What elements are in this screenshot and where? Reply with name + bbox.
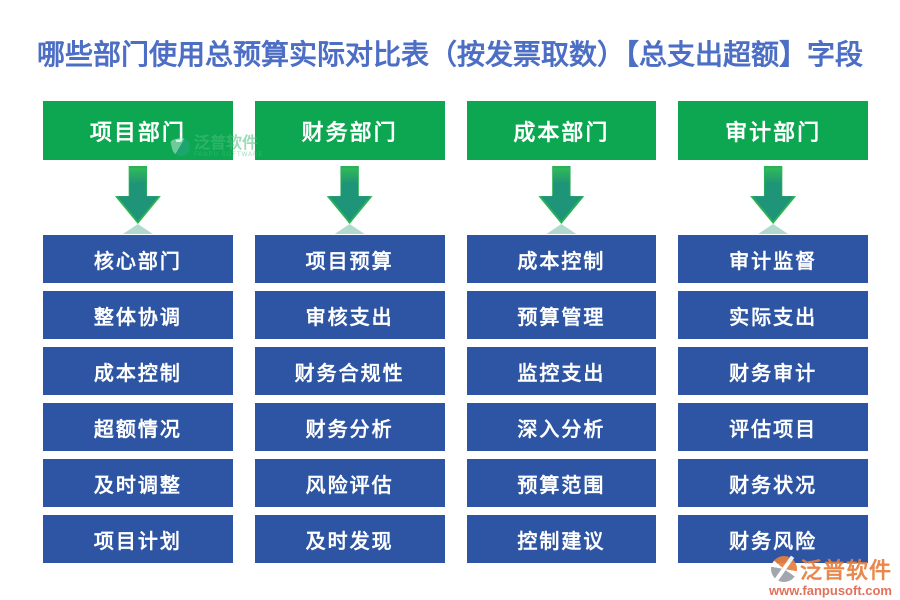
item-box: 深入分析	[466, 403, 657, 451]
column-cost-dept: 成本部门 成本控制 预算管理 监控支出 深入分析 预算范围 控制建议	[466, 101, 657, 563]
item-list: 核心部门 整体协调 成本控制 超额情况 及时调整 项目计划	[43, 235, 233, 563]
column-project-dept: 项目部门 核心部门 整体协调 成本控制 超额情况 及时调整 项目计划	[43, 101, 233, 563]
down-arrow-icon	[114, 166, 161, 224]
arrow-zone	[43, 160, 233, 235]
item-box: 项目预算	[254, 235, 445, 283]
arrow-zone	[678, 160, 868, 235]
dept-header-cost: 成本部门	[466, 101, 657, 160]
item-box: 及时发现	[254, 515, 445, 563]
arrow-zone	[467, 160, 657, 235]
arrow-zone	[255, 160, 445, 235]
down-arrow-icon	[750, 166, 797, 224]
item-box: 超额情况	[43, 403, 233, 451]
item-box: 整体协调	[43, 291, 233, 339]
item-box: 评估项目	[678, 403, 868, 451]
arrow-tip-fade	[122, 224, 153, 234]
item-box: 预算范围	[466, 459, 657, 507]
item-box: 实际支出	[678, 291, 868, 339]
down-arrow-icon	[326, 166, 373, 224]
dept-header-project: 项目部门	[43, 101, 233, 160]
item-box: 财务风险	[678, 515, 868, 563]
dept-header-finance: 财务部门	[254, 101, 445, 160]
arrow-tip-fade	[546, 224, 577, 234]
item-box: 审计监督	[678, 235, 868, 283]
column-finance-dept: 财务部门 项目预算 审核支出 财务合规性 财务分析 风险评估 及时发现	[254, 101, 445, 563]
dept-header-audit: 审计部门	[678, 101, 868, 160]
item-box: 预算管理	[466, 291, 657, 339]
watermark-url: www.fanpusoft.com	[768, 583, 892, 598]
item-box: 审核支出	[254, 291, 445, 339]
page-title: 哪些部门使用总预算实际对比表（按发票取数）【总支出超额】字段	[36, 39, 863, 70]
column-audit-dept: 审计部门 审计监督 实际支出 财务审计 评估项目 财务状况 财务风险	[678, 101, 868, 563]
item-box: 成本控制	[43, 347, 233, 395]
item-box: 项目计划	[43, 515, 233, 563]
item-box: 风险评估	[254, 459, 445, 507]
department-columns: 项目部门 核心部门 整体协调 成本控制 超额情况 及时调整 项目计划 财务部门 …	[43, 101, 868, 563]
down-arrow-icon	[538, 166, 585, 224]
item-box: 控制建议	[466, 515, 657, 563]
item-box: 财务分析	[254, 403, 445, 451]
item-list: 成本控制 预算管理 监控支出 深入分析 预算范围 控制建议	[466, 235, 657, 563]
arrow-tip-fade	[758, 224, 789, 234]
item-box: 财务合规性	[254, 347, 445, 395]
item-box: 成本控制	[466, 235, 657, 283]
item-list: 审计监督 实际支出 财务审计 评估项目 财务状况 财务风险	[678, 235, 868, 563]
item-box: 财务审计	[678, 347, 868, 395]
item-box: 监控支出	[466, 347, 657, 395]
item-list: 项目预算 审核支出 财务合规性 财务分析 风险评估 及时发现	[254, 235, 445, 563]
item-box: 核心部门	[43, 235, 233, 283]
arrow-tip-fade	[334, 224, 365, 234]
item-box: 及时调整	[43, 459, 233, 507]
item-box: 财务状况	[678, 459, 868, 507]
